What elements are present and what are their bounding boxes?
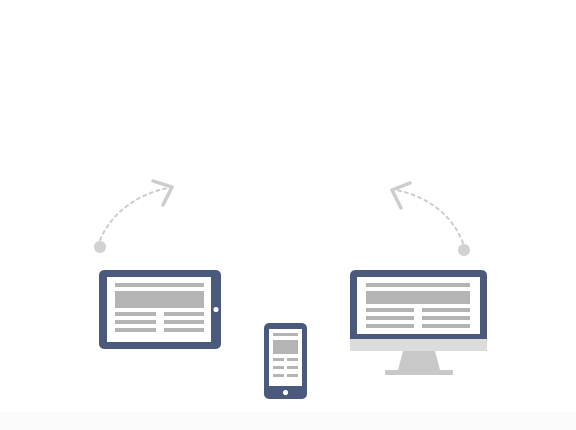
bottom-band (0, 412, 576, 430)
arrow-start-dot (458, 244, 470, 256)
monitor-base (385, 370, 453, 375)
monitor-stand (398, 351, 440, 370)
desktop-monitor-icon (350, 270, 487, 375)
smartphone-icon (264, 323, 307, 399)
phone-home-button (282, 389, 289, 396)
curved-dashed-arrow-icon (94, 179, 174, 253)
arrow-start-dot (94, 241, 106, 253)
tablet-home-button (213, 306, 219, 313)
curved-dashed-arrow-icon (390, 181, 470, 256)
tablet-icon (99, 270, 221, 349)
